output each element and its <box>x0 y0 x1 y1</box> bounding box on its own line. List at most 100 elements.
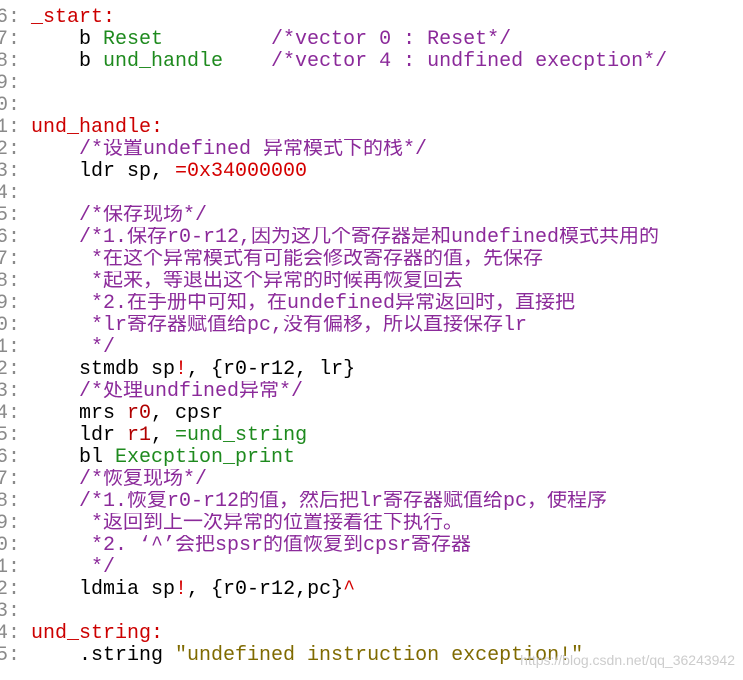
code-line[interactable]: 1: */ <box>0 557 743 579</box>
code-text: /*1.恢复r0-r12的值，然后把lr寄存器赋值给pc，使程序 <box>31 491 607 513</box>
line-number: 3: <box>0 161 21 183</box>
line-number: 2: <box>0 579 21 601</box>
code-text: *在这个异常模式有可能会修改寄存器的值，先保存 <box>31 249 543 271</box>
comment-token: *2. ‘^’会把spsr的值恢复到cpsr寄存器 <box>31 535 472 557</box>
code-text: /*处理undfined异常*/ <box>31 381 303 403</box>
code-line[interactable]: 7: /*恢复现场*/ <box>0 469 743 491</box>
line-number: 9: <box>0 73 21 95</box>
code-line[interactable]: 8: /*1.恢复r0-r12的值，然后把lr寄存器赋值给pc，使程序 <box>0 491 743 513</box>
code-line[interactable]: 7: b Reset /*vector 0 : Reset*/ <box>0 29 743 51</box>
code-line[interactable]: 0: *2. ‘^’会把spsr的值恢复到cpsr寄存器 <box>0 535 743 557</box>
code-text: */ <box>31 557 115 579</box>
line-number: 7: <box>0 29 21 51</box>
number-literal-token: =0x34000000 <box>175 161 308 183</box>
code-line[interactable]: 3: /*处理undfined异常*/ <box>0 381 743 403</box>
code-line[interactable]: 5: /*保存现场*/ <box>0 205 743 227</box>
code-token: stmdb sp <box>31 359 176 381</box>
code-token: ldr sp, <box>31 161 176 183</box>
line-number: 1: <box>0 557 21 579</box>
comment-token: /*处理undfined异常*/ <box>31 381 304 403</box>
line-number: 1: <box>0 117 21 139</box>
line-number: 4: <box>0 403 21 425</box>
code-text: /*恢复现场*/ <box>31 469 207 491</box>
code-token: b <box>31 51 104 73</box>
code-token: .string <box>31 645 176 667</box>
code-token: , {r0-r12,pc} <box>187 579 344 601</box>
line-number: 8: <box>0 491 21 513</box>
code-token: bl <box>31 447 116 469</box>
code-token: ldr <box>31 425 128 447</box>
code-text: .string "undefined instruction exception… <box>31 645 583 667</box>
line-number: 3: <box>0 381 21 403</box>
code-line[interactable]: 0: *lr寄存器赋值给pc,没有偏移，所以直接保存lr <box>0 315 743 337</box>
code-line[interactable]: 8: b und_handle /*vector 4 : undfined ex… <box>0 51 743 73</box>
code-text: b Reset /*vector 0 : Reset*/ <box>31 29 511 51</box>
comment-token: *返回到上一次异常的位置接着往下执行。 <box>31 513 464 535</box>
code-text: /*保存现场*/ <box>31 205 207 227</box>
comment-token: /*1.保存r0-r12,因为这几个寄存器是和undefined模式共用的 <box>31 227 660 249</box>
symbol-token: =und_string <box>175 425 308 447</box>
comment-token: /*保存现场*/ <box>31 205 208 227</box>
code-line[interactable]: 4: und_string: <box>0 623 743 645</box>
code-text: *返回到上一次异常的位置接着往下执行。 <box>31 513 463 535</box>
code-line[interactable]: 1: */ <box>0 337 743 359</box>
comment-token: /*vector 0 : Reset*/ <box>163 29 512 51</box>
comment-token: *2.在手册中可知，在undefined异常返回时，直接把 <box>31 293 576 315</box>
code-text: *起来，等退出这个异常的时候再恢复回去 <box>31 271 463 293</box>
comment-token: */ <box>31 337 116 359</box>
code-line[interactable]: 9: *返回到上一次异常的位置接着往下执行。 <box>0 513 743 535</box>
operator-token: ! <box>175 579 188 601</box>
comment-token: /*1.恢复r0-r12的值，然后把lr寄存器赋值给pc，使程序 <box>31 491 608 513</box>
code-line[interactable]: 3: <box>0 601 743 623</box>
code-line[interactable]: 0: <box>0 95 743 117</box>
code-line[interactable]: 3: ldr sp, =0x34000000 <box>0 161 743 183</box>
code-line[interactable]: 2: stmdb sp!, {r0-r12, lr} <box>0 359 743 381</box>
code-line[interactable]: 4: mrs r0, cpsr <box>0 403 743 425</box>
line-number: 5: <box>0 205 21 227</box>
code-token: b <box>31 29 104 51</box>
code-line[interactable]: 8: *起来，等退出这个异常的时候再恢复回去 <box>0 271 743 293</box>
operator-token: ^ <box>343 579 356 601</box>
line-number: 9: <box>0 513 21 535</box>
symbol-token: Execption_print <box>115 447 296 469</box>
comment-token: *起来，等退出这个异常的时候再恢复回去 <box>31 271 464 293</box>
code-text: und_handle: <box>31 117 163 139</box>
label-token: und_handle: <box>31 117 164 139</box>
code-text: /*1.保存r0-r12,因为这几个寄存器是和undefined模式共用的 <box>31 227 659 249</box>
line-number: 7: <box>0 249 21 271</box>
line-number: 5: <box>0 425 21 447</box>
code-text: und_string: <box>31 623 163 645</box>
register-token: r1 <box>127 425 152 447</box>
comment-token: *在这个异常模式有可能会修改寄存器的值，先保存 <box>31 249 544 271</box>
code-line[interactable]: 1: und_handle: <box>0 117 743 139</box>
line-number: 4: <box>0 623 21 645</box>
line-number: 8: <box>0 271 21 293</box>
symbol-token: Reset <box>103 29 164 51</box>
code-text: stmdb sp!, {r0-r12, lr} <box>31 359 355 381</box>
comment-token: *lr寄存器赋值给pc,没有偏移，所以直接保存lr <box>31 315 528 337</box>
code-line[interactable]: 9: <box>0 73 743 95</box>
code-token: , {r0-r12, lr} <box>187 359 356 381</box>
code-text: /*设置undefined 异常模式下的栈*/ <box>31 139 427 161</box>
code-line[interactable]: 2: ldmia sp!, {r0-r12,pc}^ <box>0 579 743 601</box>
code-line[interactable]: 2: /*设置undefined 异常模式下的栈*/ <box>0 139 743 161</box>
code-text: *lr寄存器赋值给pc,没有偏移，所以直接保存lr <box>31 315 527 337</box>
line-number: 0: <box>0 95 21 117</box>
line-number: 9: <box>0 293 21 315</box>
code-token: mrs <box>31 403 128 425</box>
code-text: ldmia sp!, {r0-r12,pc}^ <box>31 579 355 601</box>
code-line[interactable]: 6:_start: <box>0 7 743 29</box>
code-editor[interactable]: 6:_start:7: b Reset /*vector 0 : Reset*/… <box>0 7 743 680</box>
code-line[interactable]: 4: <box>0 183 743 205</box>
code-line[interactable]: 5: ldr r1, =und_string <box>0 425 743 447</box>
code-line[interactable]: 6: bl Execption_print <box>0 447 743 469</box>
code-line[interactable]: 5: .string "undefined instruction except… <box>0 645 743 667</box>
code-text: ldr r1, =und_string <box>31 425 307 447</box>
code-text: _start: <box>31 7 115 29</box>
code-text: *2. ‘^’会把spsr的值恢复到cpsr寄存器 <box>31 535 471 557</box>
code-line[interactable]: 6: /*1.保存r0-r12,因为这几个寄存器是和undefined模式共用的 <box>0 227 743 249</box>
line-number: 5: <box>0 645 21 667</box>
code-line[interactable]: 7: *在这个异常模式有可能会修改寄存器的值，先保存 <box>0 249 743 271</box>
comment-token: /*恢复现场*/ <box>31 469 208 491</box>
code-line[interactable]: 9: *2.在手册中可知，在undefined异常返回时，直接把 <box>0 293 743 315</box>
